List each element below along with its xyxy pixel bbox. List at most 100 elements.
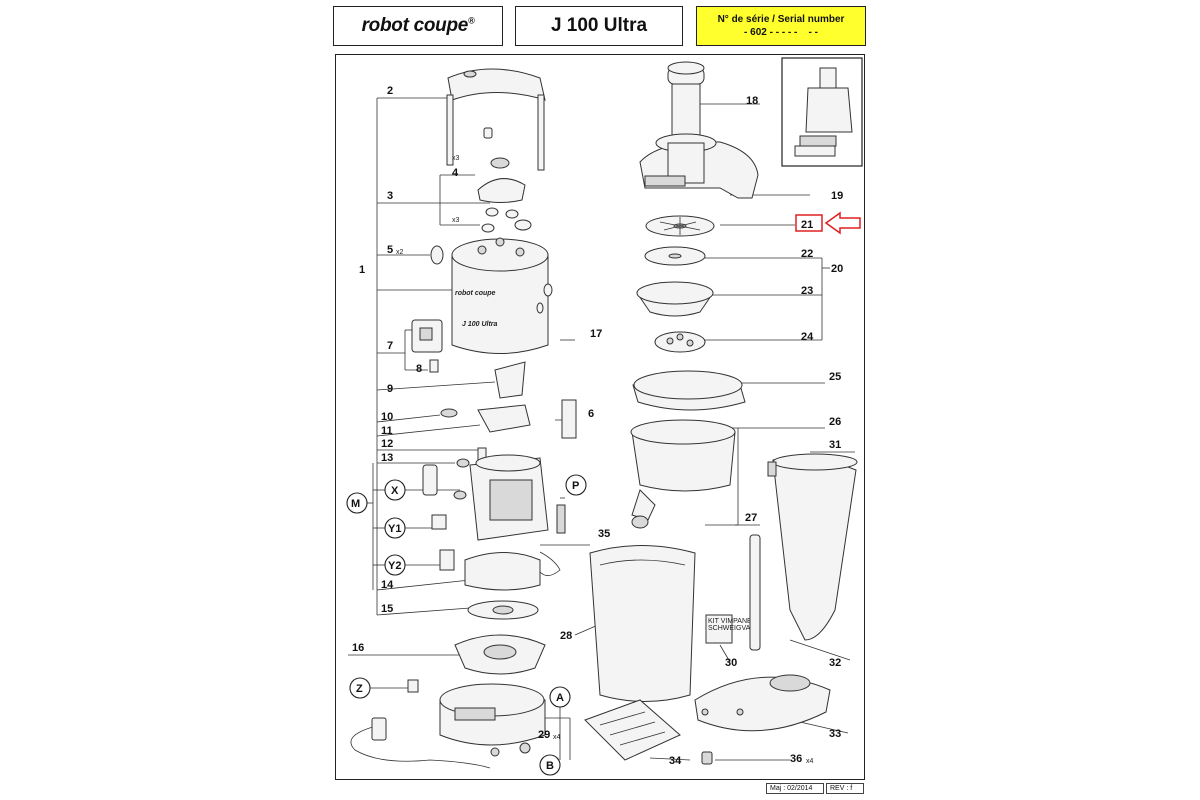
label-part-15: 15 <box>381 603 393 615</box>
top-plate-part-3 <box>477 127 532 233</box>
foot-part-36 <box>701 751 713 765</box>
footer-revision: REV : f <box>830 785 853 792</box>
label-part-24: 24 <box>801 331 814 343</box>
label-part-9: 9 <box>387 383 393 395</box>
base-plate-part-16 <box>454 634 546 675</box>
assembled-thumbnail <box>781 57 863 167</box>
hub-part-24 <box>654 331 706 353</box>
label-part-23: 23 <box>801 285 813 297</box>
model-title: J 100 Ultra <box>550 15 648 36</box>
label-circle-Y1: Y1 <box>388 523 401 535</box>
pusher-part-18 <box>667 61 705 145</box>
right-bracket-lines <box>574 103 855 761</box>
circle-x <box>384 479 406 501</box>
label-part-36: 36 <box>790 753 802 765</box>
brand-logo: robot coupe® <box>361 15 475 36</box>
label-part-6: 6 <box>588 408 594 420</box>
warranty-card-part-30: KIT VIMPANE SCHWEIGVATT <box>705 614 759 644</box>
label-part-33: 33 <box>829 728 841 740</box>
circle-z <box>349 677 371 699</box>
label-part-30: 30 <box>725 657 737 669</box>
motor-housing-part-1: robot coupe J 100 Ultra <box>430 237 553 354</box>
footer-revision-box: REV : f <box>826 783 864 794</box>
footer-date-box: Maj : 02/2014 <box>766 783 824 794</box>
seal-ring-part-25 <box>632 370 746 411</box>
label-part-4: 4 <box>452 167 459 179</box>
serial-number-value: - 602 - - - - - - - <box>744 27 818 38</box>
housing-model-print: J 100 Ultra <box>462 321 498 328</box>
lid-part-19 <box>639 133 759 199</box>
footer-date: Maj : 02/2014 <box>770 785 813 792</box>
label-part-28: 28 <box>560 630 572 642</box>
drip-tray-part-34 <box>584 699 681 761</box>
qty-note-3: x2 <box>396 249 404 256</box>
circle-p <box>565 474 587 496</box>
circle-m <box>346 492 368 514</box>
switch-assembly-part-7 <box>411 319 443 373</box>
label-part-8: 8 <box>416 363 422 375</box>
label-part-16: 16 <box>352 642 364 654</box>
label-part-5: 5 <box>387 244 393 256</box>
label-part-27: 27 <box>745 512 757 524</box>
circle-labels: M X Y1 Y2 Z P A B <box>346 474 587 776</box>
label-circle-M: M <box>351 498 360 510</box>
label-part-2: 2 <box>387 85 393 97</box>
circle-b <box>539 754 561 776</box>
label-part-35: 35 <box>598 528 610 540</box>
qty-note-5: x4 <box>806 758 814 765</box>
motor-part-M <box>422 447 566 571</box>
label-part-31: 31 <box>829 439 841 451</box>
label-part-19: 19 <box>831 190 843 202</box>
circle-y1 <box>384 517 406 539</box>
serial-number-label: N° de série / Serial number <box>717 14 845 25</box>
part-number-labels: 2 3 4 5 1 7 8 9 10 11 12 13 14 15 16 17 … <box>352 85 843 767</box>
label-circle-P: P <box>572 480 579 492</box>
power-cord-part-B <box>350 717 491 769</box>
brand-logo-box: robot coupe® <box>333 6 503 46</box>
label-part-17: 17 <box>590 328 602 340</box>
label-part-34: 34 <box>669 755 682 767</box>
label-part-1: 1 <box>359 264 365 276</box>
label-circle-B: B <box>546 760 554 772</box>
brush-part-32 <box>749 534 761 651</box>
qty-note-2: x3 <box>452 217 460 224</box>
housing-brand-print: robot coupe <box>455 290 496 297</box>
serial-number-box: N° de série / Serial number - 602 - - - … <box>696 6 866 46</box>
filter-basket-part-23 <box>636 281 714 317</box>
diagram-frame <box>335 54 865 780</box>
label-part-13: 13 <box>381 452 393 464</box>
label-part-10: 10 <box>381 411 393 423</box>
label-circle-Y2: Y2 <box>388 560 401 572</box>
disc-part-22 <box>644 246 706 266</box>
label-circle-A: A <box>556 692 564 704</box>
label-part-14: 14 <box>381 579 394 591</box>
grater-disc-part-21 <box>645 215 715 237</box>
qty-note-4: x4 <box>553 734 561 741</box>
chute-part-31 <box>767 453 858 641</box>
label-part-22: 22 <box>801 248 813 260</box>
part-21-highlight <box>795 211 861 235</box>
base-cover-part-33 <box>694 674 831 732</box>
card-text-2: SCHWEIGVATT <box>708 625 759 632</box>
label-part-25: 25 <box>829 371 841 383</box>
juice-bowl-part-26-27 <box>630 419 736 529</box>
label-part-29: 29 <box>538 729 550 741</box>
label-part-18: 18 <box>746 95 758 107</box>
motor-cover-part-2 <box>446 68 546 171</box>
label-part-3: 3 <box>387 190 393 202</box>
pulp-container-part-28 <box>589 545 696 702</box>
label-part-26: 26 <box>829 416 841 428</box>
label-part-7: 7 <box>387 340 393 352</box>
base-part-29 <box>407 679 546 757</box>
label-circle-Z: Z <box>356 683 363 695</box>
cable-part-35 <box>539 551 561 576</box>
label-part-32: 32 <box>829 657 841 669</box>
bracket-part-9 <box>494 361 526 399</box>
label-part-21: 21 <box>801 219 813 231</box>
label-part-20: 20 <box>831 263 843 275</box>
label-part-12: 12 <box>381 438 393 450</box>
label-circle-X: X <box>391 485 399 497</box>
circle-y2 <box>384 554 406 576</box>
qty-note-1: x3 <box>452 155 460 162</box>
